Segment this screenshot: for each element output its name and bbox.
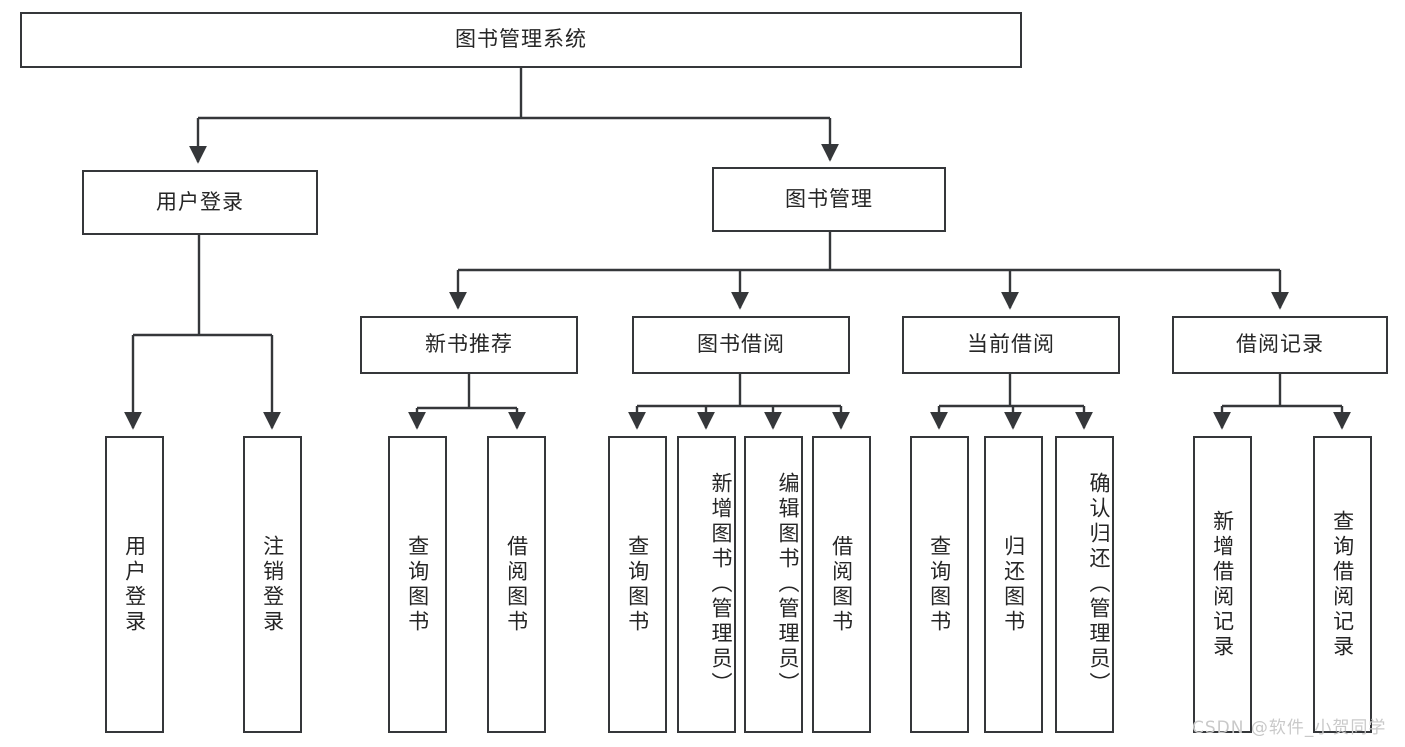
leaf-query-borrow-record[interactable]: 查询借阅记录 [1313,436,1372,733]
node-borrow-record[interactable]: 借阅记录 [1172,316,1388,374]
node-root[interactable]: 图书管理系统 [20,12,1022,68]
leaf-user-login[interactable]: 用户登录 [105,436,164,733]
leaf-return-book[interactable]: 归还图书 [984,436,1043,733]
node-user-login[interactable]: 用户登录 [82,170,318,235]
leaf-add-book-admin[interactable]: 新增图书（管理员） [677,436,736,733]
leaf-add-borrow-record[interactable]: 新增借阅记录 [1193,436,1252,733]
leaf-borrow-query-book[interactable]: 查询图书 [608,436,667,733]
leaf-edit-book-admin[interactable]: 编辑图书（管理员） [744,436,803,733]
leaf-confirm-return-admin[interactable]: 确认归还（管理员） [1055,436,1114,733]
leaf-recommend-borrow-book[interactable]: 借阅图书 [487,436,546,733]
leaf-current-query-book[interactable]: 查询图书 [910,436,969,733]
leaf-borrow-book[interactable]: 借阅图书 [812,436,871,733]
leaf-recommend-query-book[interactable]: 查询图书 [388,436,447,733]
node-current-borrow[interactable]: 当前借阅 [902,316,1120,374]
watermark-text: CSDN @软件_小贺同学 [1192,718,1387,738]
node-book-borrow[interactable]: 图书借阅 [632,316,850,374]
leaf-user-logout[interactable]: 注销登录 [243,436,302,733]
node-new-book-recommend[interactable]: 新书推荐 [360,316,578,374]
node-book-manage[interactable]: 图书管理 [712,167,946,232]
